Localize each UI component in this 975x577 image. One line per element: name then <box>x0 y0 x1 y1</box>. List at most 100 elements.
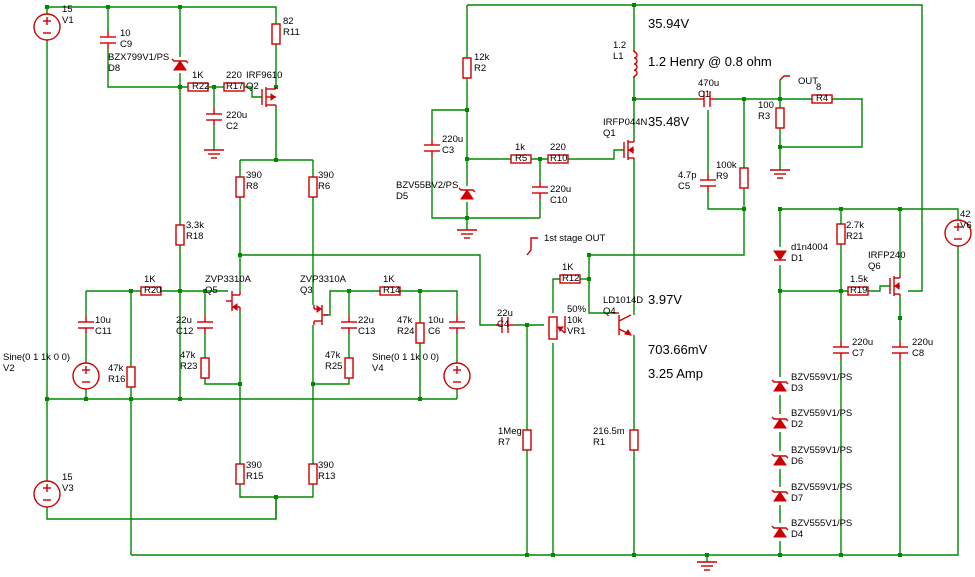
r17-symbol <box>223 82 245 92</box>
wires <box>46 4 959 556</box>
c1-symbol <box>698 91 716 107</box>
r10-symbol <box>547 154 569 164</box>
r1-label-0: 216.5m <box>593 426 625 437</box>
v3-symbol <box>33 480 61 508</box>
r7-symbol <box>522 429 532 451</box>
first-stage-label: 1st stage OUT <box>544 233 605 244</box>
r13-label-1: R13 <box>318 471 335 482</box>
d2-label-0: BZV559V1/PS <box>791 408 852 419</box>
c10-label-0: 220u <box>550 184 571 195</box>
r13-label-0: 390 <box>318 460 334 471</box>
out-label: OUT <box>798 76 818 87</box>
r3-symbol <box>775 107 785 129</box>
d7-symbol <box>771 489 789 502</box>
r25-symbol <box>344 357 354 379</box>
vr1-label-0: 50% <box>567 304 587 315</box>
r3-label-0: 100 <box>758 100 774 111</box>
r25-label-0: 47k <box>325 350 341 361</box>
q5-symbol <box>226 291 241 311</box>
d6-label-0: BZV559V1/PS <box>791 445 852 456</box>
q5-label-1: Q5 <box>205 285 218 296</box>
r23-label-0: 47k <box>180 350 196 361</box>
q1-label-1: Q1 <box>603 128 616 139</box>
vr1-label-1: 10k <box>567 315 583 326</box>
c9-label-0: 10 <box>120 28 131 39</box>
r23-symbol <box>200 357 210 379</box>
r9-symbol <box>739 167 749 189</box>
r12-symbol <box>559 274 581 284</box>
r23-label-1: R23 <box>180 361 197 372</box>
d1-symbol <box>773 250 787 261</box>
d1-label-1: D1 <box>791 253 803 264</box>
r2-label-0: 12k <box>474 52 490 63</box>
c12-symbol <box>197 316 213 334</box>
inductor-note: 1.2 Henry @ 0.8 ohm <box>648 54 772 69</box>
v3-label-1: V3 <box>62 483 74 494</box>
r12-label-1: R12 <box>562 273 579 284</box>
c11-label-1: C11 <box>95 326 112 337</box>
d6-label-1: D6 <box>791 456 803 467</box>
ground-symbol-r3 <box>770 168 790 179</box>
v1-label-1: V1 <box>62 15 74 26</box>
r21-symbol <box>836 223 846 245</box>
q4-label-1: Q4 <box>603 306 616 317</box>
v4-symbol <box>443 362 471 390</box>
r22-label-0: 1K <box>192 70 204 81</box>
c4-label-1: C4 <box>497 319 509 330</box>
r8-label-1: R8 <box>246 181 258 192</box>
v6-symbol <box>944 219 972 247</box>
c3-label-1: C3 <box>442 145 454 156</box>
l1-symbol <box>633 50 638 78</box>
q6-symbol <box>889 276 901 296</box>
v4-label-0: Sine(0 1 1k 0 0) <box>372 352 439 363</box>
ground-symbol-c2 <box>204 146 224 159</box>
r3-label-1: R3 <box>758 111 770 122</box>
d7-label-0: BZV559V1/PS <box>791 482 852 493</box>
r6-symbol <box>308 176 318 198</box>
q4-label-0: LD1014D <box>603 295 643 306</box>
q6-label-0: IRFP240 <box>868 250 906 261</box>
d1-label-0: d1n4004 <box>791 242 828 253</box>
junction-dots <box>45 3 902 557</box>
vr1-label-2: VR1 <box>567 326 585 337</box>
current-note: 3.25 Amp <box>648 366 703 381</box>
r21-label-1: R21 <box>846 231 863 242</box>
d3-symbol <box>771 379 789 392</box>
r16-label-1: R16 <box>108 374 125 385</box>
d4-label-0: BZV555V1/PS <box>791 518 852 529</box>
r18-label-1: R18 <box>186 231 203 242</box>
r2-label-1: R2 <box>474 63 486 74</box>
r24-label-0: 47k <box>397 315 413 326</box>
d3-label-1: D3 <box>791 383 803 394</box>
r1-label-1: R1 <box>593 437 605 448</box>
c2-symbol <box>206 108 222 126</box>
r1-symbol <box>629 429 639 451</box>
d7-label-1: D7 <box>791 493 803 504</box>
r14-symbol <box>379 286 401 296</box>
r13-symbol <box>308 463 318 485</box>
v2-component: Sine(0 1 1k 0 0)V2 <box>3 352 100 390</box>
c11-label-0: 10u <box>95 315 111 326</box>
r18-label-0: 3.3k <box>186 220 204 231</box>
q2-label-1: Q2 <box>246 81 259 92</box>
ground-symbol-d5 <box>457 226 477 239</box>
